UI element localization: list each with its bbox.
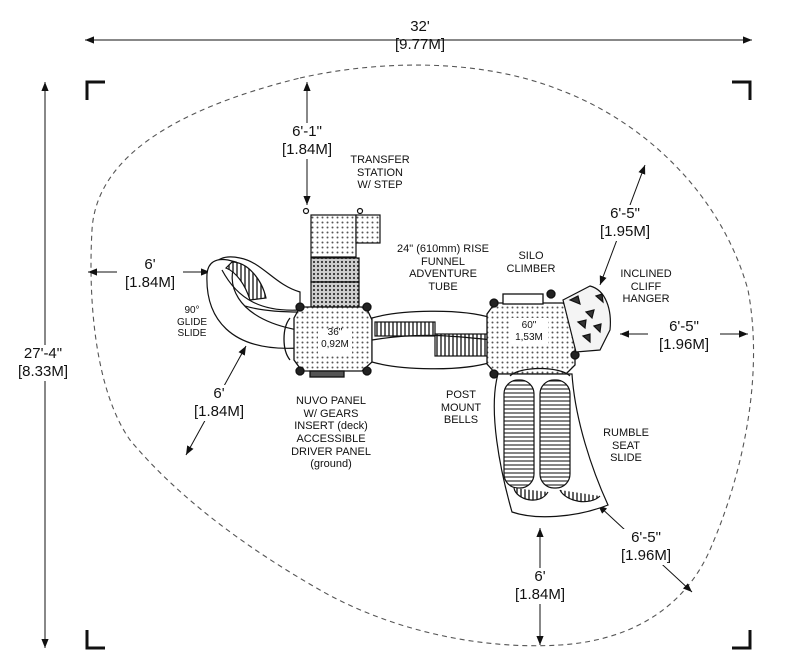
inclined-cliff-line-1: INCLINED [620, 268, 672, 280]
inclined-cliff-line-2: CLIFF [630, 280, 662, 293]
nuvo-panel-line-3: INSERT (deck) [294, 420, 368, 433]
nuvo-panel-line-6: (ground) [310, 458, 352, 471]
rumble-clearance-label: 6'-5" [1.96M] [610, 529, 682, 565]
right-deck [486, 289, 580, 379]
bottom-clearance-metric: [1.84M] [514, 586, 566, 603]
inclined-cliff-label: INCLINED CLIFF HANGER [612, 268, 680, 306]
total-depth-imperial: 27'-4" [23, 345, 63, 362]
rumble-clearance-imperial: 6'-5" [631, 529, 661, 546]
funnel-tube-line-2: FUNNEL [420, 255, 465, 268]
silo-climber-line-1: SILO [518, 250, 544, 262]
transfer-station-line-1: TRANSFER [350, 154, 410, 166]
glide-clearance-label: 6' [1.84M] [186, 385, 252, 421]
funnel-tube-label: 24" (610mm) RISE FUNNEL ADVENTURE TUBE [388, 243, 498, 294]
transfer-clearance-label: 6'-1" [1.84M] [272, 123, 342, 159]
rumble-clearance-metric: [1.96M] [620, 547, 672, 564]
funnel-tube-line-4: TUBE [428, 280, 458, 293]
total-depth-label: 27'-4" [8.33M] [8, 345, 78, 381]
total-width-imperial: 32' [410, 18, 430, 35]
rumble-seat-label: RUMBLE SEAT SLIDE [596, 427, 656, 465]
cliff-right-clearance-label: 6'-5" [1.96M] [648, 318, 720, 354]
corner-marks [85, 80, 752, 650]
glide-slide [206, 256, 301, 349]
right-deck-metric: 1,53M [515, 331, 543, 343]
transfer-station-line-3: W/ STEP [357, 179, 403, 192]
left-deck-height-label: 36" 0,92M [316, 327, 354, 350]
silo-climber-line-2: CLIMBER [506, 262, 556, 275]
bottom-clearance-label: 6' [1.84M] [505, 568, 575, 604]
post-bells-line-3: BELLS [443, 414, 479, 427]
rumble-seat-line-3: SLIDE [610, 452, 642, 465]
rumble-seat-line-2: SEAT [612, 439, 640, 452]
left-deck [283, 302, 373, 378]
glide-slide-line-3: SLIDE [177, 328, 207, 339]
cliff-upper-clearance-metric: [1.95M] [599, 223, 651, 240]
post-bells-line-2: MOUNT [440, 401, 482, 414]
total-depth-metric: [8.33M] [17, 363, 69, 380]
bottom-clearance-imperial: 6' [534, 568, 546, 585]
inclined-cliff-hanger [562, 285, 611, 353]
right-deck-height: 60" [521, 320, 537, 331]
nuvo-panel-line-2: W/ GEARS [303, 407, 359, 420]
total-width-label: 32' [9.77M] [380, 18, 460, 54]
nuvo-panel-line-5: DRIVER PANEL [291, 445, 371, 458]
cliff-upper-clearance-imperial: 6'-5" [610, 205, 640, 222]
left-deck-height: 36" [327, 327, 343, 338]
nuvo-panel-label: NUVO PANEL W/ GEARS INSERT (deck) ACCESS… [276, 395, 386, 471]
left-clearance-imperial: 6' [144, 256, 156, 273]
total-width-metric: [9.77M] [394, 36, 446, 53]
transfer-clearance-metric: [1.84M] [281, 141, 333, 158]
rumble-seat-line-1: RUMBLE [603, 427, 649, 439]
cliff-upper-clearance-label: 6'-5" [1.95M] [590, 205, 660, 241]
transfer-station-line-2: STATION [356, 166, 404, 179]
transfer-clearance-imperial: 6'-1" [292, 123, 322, 140]
inclined-cliff-line-3: HANGER [622, 293, 670, 306]
post-bells-line-1: POST [446, 389, 476, 401]
funnel-tube [371, 310, 493, 370]
glide-slide-line-2: GLIDE [176, 316, 207, 328]
glide-slide-label: 90° GLIDE SLIDE [168, 305, 216, 340]
left-deck-metric: 0,92M [321, 338, 349, 350]
transfer-station-label: TRANSFER STATION W/ STEP [340, 154, 420, 192]
nuvo-panel-line-4: ACCESSIBLE [296, 432, 366, 445]
transfer-station [302, 207, 381, 308]
silo-climber-label: SILO CLIMBER [500, 250, 562, 275]
nuvo-panel-line-1: NUVO PANEL [295, 395, 367, 407]
use-zone-boundary [90, 64, 755, 647]
right-deck-height-label: 60" 1,53M [510, 320, 548, 343]
rumble-seat-slide [493, 367, 609, 518]
post-bells-label: POST MOUNT BELLS [433, 389, 489, 427]
cliff-right-clearance-imperial: 6'-5" [669, 318, 699, 335]
glide-slide-line-1: 90° [184, 305, 200, 316]
funnel-tube-line-3: ADVENTURE [409, 268, 477, 281]
cliff-right-clearance-metric: [1.96M] [658, 336, 710, 353]
left-clearance-label: 6' [1.84M] [117, 256, 183, 292]
glide-clearance-metric: [1.84M] [193, 403, 245, 420]
funnel-tube-line-1: 24" (610mm) RISE [397, 243, 489, 255]
left-clearance-metric: [1.84M] [124, 274, 176, 291]
glide-clearance-imperial: 6' [213, 385, 225, 402]
